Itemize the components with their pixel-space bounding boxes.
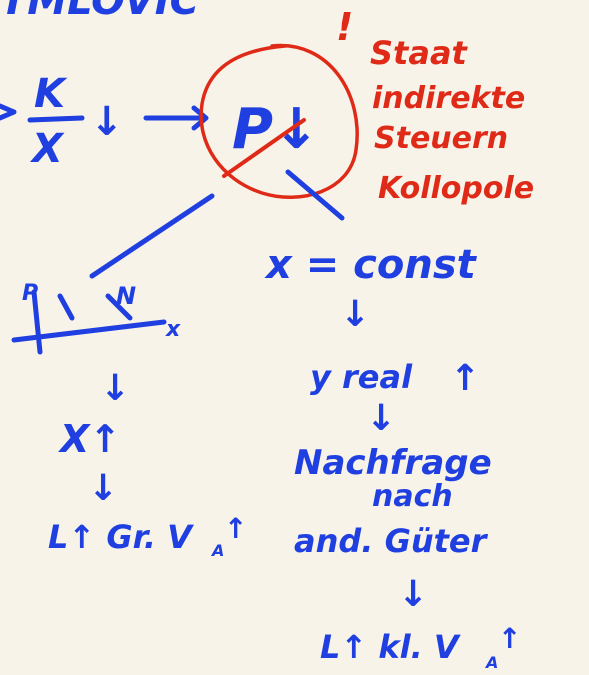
graph-curve-label: N [116, 282, 136, 310]
y-real-text: y real [310, 358, 413, 396]
red-note-staat: Staat [370, 34, 469, 72]
x-up-text: X↑ [58, 417, 121, 461]
graph-curve-new [105, 293, 133, 321]
graph-x-label: x [165, 317, 181, 342]
and-gueter-text: and. Güter [294, 522, 489, 560]
up-arrow-right-2: ↑ [498, 622, 521, 655]
v-sub-left: A [210, 541, 224, 560]
down-arrow-right-2: ↓ [366, 398, 396, 439]
price-down-symbol: P↓ [232, 97, 320, 162]
arrow-to-price [143, 105, 209, 131]
red-note-steuern: Steuern [374, 121, 508, 156]
nachfrage-text: Nachfrage [294, 443, 492, 483]
graph-y-axis [31, 289, 43, 355]
down-arrow-left-1: ↓ [100, 368, 130, 409]
heading-text: TMLOVIC [0, 0, 199, 24]
down-arrow-right-3: ↓ [398, 574, 428, 615]
down-arrow-left-2: ↓ [88, 468, 118, 509]
l-left-text: L↑ Gr. V [48, 518, 194, 556]
arrow-stub-left [0, 103, 17, 121]
red-note-kollopole: Kollopole [378, 171, 534, 206]
branch-line-right [285, 169, 345, 221]
down-arrow-right-1: ↓ [340, 294, 370, 335]
down-arrow-1: ↓ [90, 99, 124, 145]
fraction-bar [27, 115, 85, 123]
red-circle [199, 43, 359, 199]
red-strike [222, 118, 306, 178]
nach-text: nach [372, 479, 453, 514]
branch-line-left [89, 193, 215, 279]
fraction-denominator: X [29, 126, 65, 172]
fraction-numerator: K [34, 71, 68, 117]
graph-curve-old [57, 293, 75, 321]
v-sub-right: A [484, 653, 498, 672]
red-note-indirekte: indirekte [372, 81, 525, 116]
graph-y-label: P [22, 281, 38, 306]
up-arrow-right: ↑ [450, 358, 480, 399]
graph-x-axis [11, 319, 167, 343]
x-const-text: x = const [264, 242, 478, 288]
exclamation-mark: ! [336, 5, 353, 49]
l-right-text: L↑ kl. V [320, 628, 461, 666]
up-arrow-left: ↑ [224, 512, 247, 545]
